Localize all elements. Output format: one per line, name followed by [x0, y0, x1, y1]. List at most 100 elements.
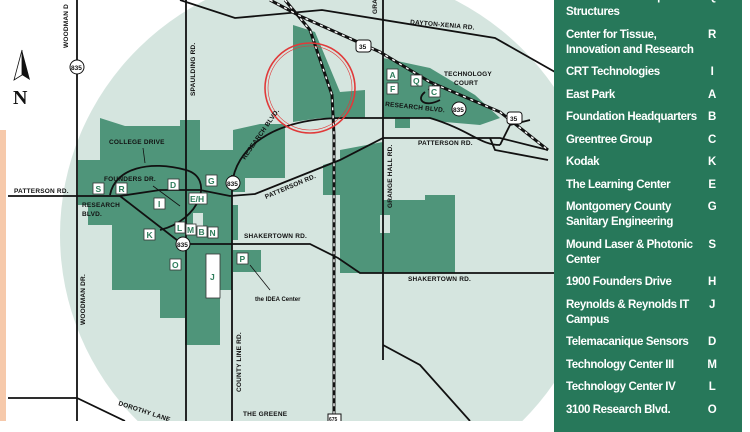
marker-s[interactable]: S	[92, 182, 105, 195]
legend-item-name: CRT Technologies	[566, 66, 660, 78]
legend-item-name: Technology Center IV	[566, 381, 676, 393]
legend-item[interactable]: East Park A	[566, 88, 742, 103]
reynolds-building	[205, 253, 221, 299]
svg-text:E/H: E/H	[190, 194, 204, 204]
svg-text:GRANGE HALL RD.: GRANGE HALL RD.	[387, 144, 394, 208]
marker-p[interactable]: P	[236, 252, 249, 265]
legend-item-name: The Learning Center	[566, 178, 671, 191]
legend-item-name: Reynolds & Reynolds IT Campus	[566, 298, 689, 326]
svg-text:FOUNDERS DR.: FOUNDERS DR.	[104, 176, 156, 183]
legend-item-code: S	[708, 238, 716, 251]
svg-text:S: S	[96, 184, 102, 194]
campus-map: N 835 835 835 835 35 35 675 WOODMAN D WO…	[0, 0, 600, 421]
legend-item[interactable]: CRT Technologies I	[566, 65, 742, 80]
marker-q[interactable]: Q	[410, 74, 423, 87]
svg-text:RESEARCH: RESEARCH	[82, 202, 120, 209]
marker-c[interactable]: C	[428, 85, 441, 98]
legend-item-code: R	[708, 28, 716, 41]
marker-i[interactable]: I	[153, 197, 166, 210]
svg-text:THE GREENE: THE GREENE	[243, 411, 288, 418]
legend-item-name: East Park	[566, 88, 615, 101]
legend-item[interactable]: Montgomery County Sanitary Engineering G	[566, 200, 742, 230]
route-shields: 835 835 835 835 35 35 675	[69, 39, 523, 421]
route-835-shakertown: 835	[175, 236, 191, 252]
svg-text:B: B	[199, 227, 205, 237]
left-edge-strip	[0, 130, 6, 421]
route-us35-north: 35	[355, 39, 372, 53]
legend-item[interactable]: Mound Laser & Photonic Center S	[566, 238, 742, 268]
svg-text:COLLEGE DRIVE: COLLEGE DRIVE	[109, 139, 165, 146]
legend-item-code: G	[707, 201, 717, 213]
svg-text:SPAULDING RD.: SPAULDING RD.	[190, 43, 197, 96]
legend-item-name: Greentree Group	[566, 133, 653, 146]
svg-text:G: G	[208, 176, 215, 186]
legend-item-code: L	[708, 381, 716, 393]
legend-item[interactable]: Orbital ATK Aerospace Structures Q	[566, 0, 742, 20]
legend-item-name: 1900 Founders Drive	[566, 276, 672, 288]
legend-item-code: H	[708, 276, 716, 288]
marker-l[interactable]: L	[174, 221, 186, 234]
legend-item-code: B	[708, 111, 716, 123]
legend-item[interactable]: Reynolds & Reynolds IT Campus J	[566, 298, 742, 328]
legend-item-name: Technology Center III	[566, 358, 674, 371]
legend-item-name: Montgomery County Sanitary Engineering	[566, 201, 674, 228]
svg-text:K: K	[147, 230, 154, 240]
legend-item-code: M	[707, 358, 717, 371]
svg-text:C: C	[431, 87, 437, 97]
svg-text:TECHNOLOGY: TECHNOLOGY	[444, 71, 492, 78]
marker-o[interactable]: O	[169, 258, 182, 271]
location-markers[interactable]: A F Q C S R D G I E/H K L M B N O J P	[92, 68, 441, 282]
svg-text:F: F	[390, 84, 395, 94]
marker-a[interactable]: A	[386, 68, 399, 81]
route-835-woodman: 835	[69, 59, 85, 75]
marker-n[interactable]: N	[207, 226, 219, 239]
svg-text:SHAKERTOWN RD.: SHAKERTOWN RD.	[244, 233, 307, 240]
svg-text:835: 835	[227, 181, 238, 188]
svg-text:835: 835	[177, 242, 188, 249]
marker-d[interactable]: D	[167, 178, 180, 191]
marker-eh[interactable]: E/H	[188, 192, 208, 205]
marker-m[interactable]: M	[185, 223, 197, 236]
route-835-research: 835	[451, 101, 467, 117]
marker-j[interactable]: J	[210, 272, 215, 282]
marker-b[interactable]: B	[196, 225, 208, 238]
legend-item[interactable]: Technology Center IV L	[566, 380, 742, 395]
legend-item[interactable]: Greentree Group C	[566, 133, 742, 148]
marker-k[interactable]: K	[143, 228, 156, 241]
legend-item-name: 3100 Research Blvd.	[566, 403, 671, 416]
marker-f[interactable]: F	[386, 82, 399, 95]
legend-item[interactable]: Technology Center III M	[566, 358, 742, 373]
legend-item-name: Orbital ATK Aerospace Structures	[566, 0, 682, 18]
route-835-patterson: 835	[225, 175, 241, 191]
svg-text:COUNTY LINE RD.: COUNTY LINE RD.	[236, 332, 243, 392]
legend-item-code: E	[708, 178, 716, 191]
svg-text:BLVD.: BLVD.	[82, 211, 102, 218]
legend-item[interactable]: Center for Tissue, Innovation and Resear…	[566, 28, 742, 58]
svg-text:835: 835	[71, 65, 82, 72]
legend-item[interactable]: The Learning Center E	[566, 178, 742, 193]
svg-text:PATTERSON RD.: PATTERSON RD.	[418, 140, 473, 147]
svg-text:J: J	[210, 272, 215, 282]
svg-text:N: N	[210, 228, 216, 238]
legend-panel: Orbital ATK Aerospace Structures Q Cente…	[554, 0, 742, 432]
svg-text:L: L	[177, 223, 182, 233]
legend-item-name: Mound Laser & Photonic Center	[566, 238, 693, 266]
route-675: 675	[327, 413, 342, 421]
svg-text:the IDEA Center: the IDEA Center	[255, 297, 301, 303]
legend-item-code: I	[710, 66, 714, 78]
legend-item-code: K	[708, 156, 716, 168]
legend-item[interactable]: Kodak K	[566, 155, 742, 170]
marker-g[interactable]: G	[205, 174, 218, 187]
svg-text:675: 675	[329, 417, 338, 421]
legend-item[interactable]: Foundation Headquarters B	[566, 110, 742, 125]
legend-item[interactable]: 3100 Research Blvd. O	[566, 403, 742, 418]
marker-r[interactable]: R	[115, 182, 128, 195]
svg-text:D: D	[170, 180, 176, 190]
legend-item-code: O	[707, 403, 717, 416]
legend-item[interactable]: 1900 Founders Drive H	[566, 275, 742, 290]
legend-item-code: D	[708, 336, 716, 348]
svg-text:835: 835	[453, 107, 464, 114]
legend-item[interactable]: Telemacanique Sensors D	[566, 335, 742, 350]
legend-item-code: C	[708, 133, 716, 146]
svg-text:PATTERSON RD.: PATTERSON RD.	[14, 188, 69, 195]
